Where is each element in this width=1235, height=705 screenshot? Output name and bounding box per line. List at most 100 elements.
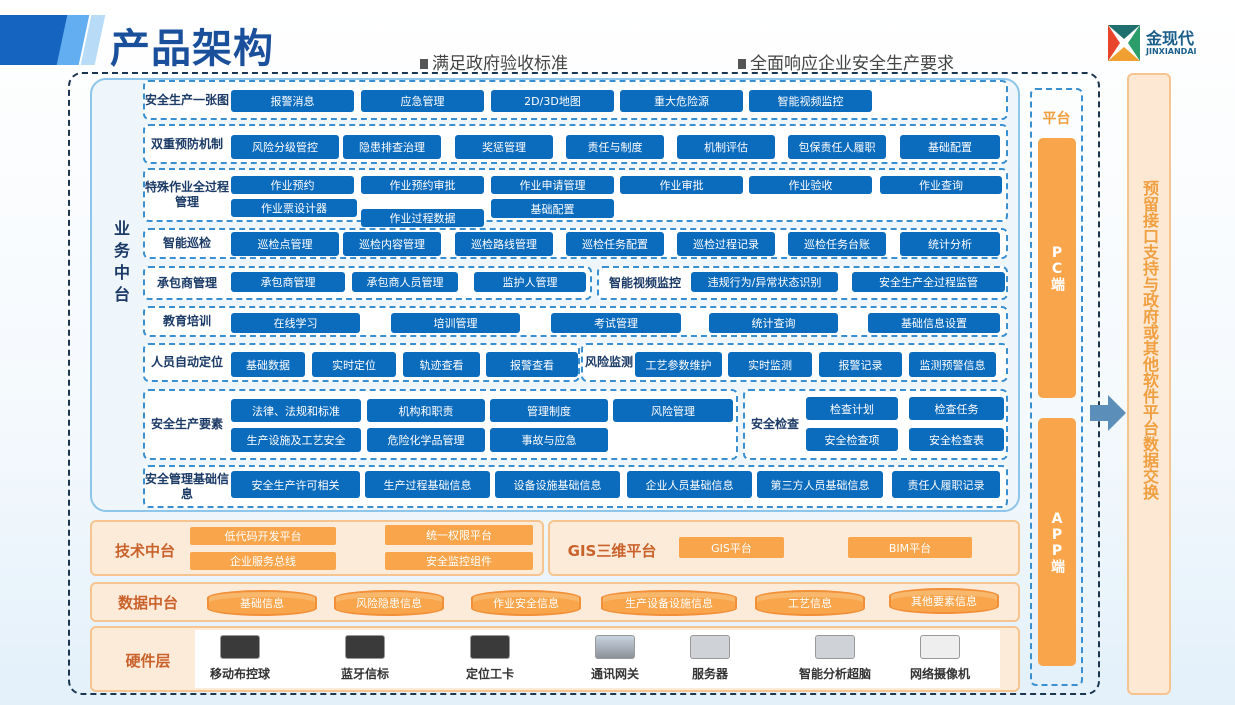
module-button[interactable]: 机构和职责	[367, 399, 485, 422]
module-button[interactable]: 智能视频监控	[749, 90, 872, 112]
module-button[interactable]: 违规行为/异常状态识别	[691, 272, 838, 292]
module-button[interactable]: 安全生产许可相关	[231, 471, 360, 498]
module-button[interactable]: 承包商管理	[231, 272, 345, 292]
platform-frame	[1030, 88, 1083, 686]
module-button[interactable]: 考试管理	[551, 313, 681, 333]
module-button[interactable]: 作业审批	[620, 176, 743, 194]
module-button[interactable]: 基础数据	[231, 352, 305, 377]
module-button[interactable]: 承包商人员管理	[352, 272, 458, 292]
module-button[interactable]: 责任与制度	[566, 135, 664, 159]
module-button[interactable]: 安全检查项	[806, 428, 898, 451]
module-button[interactable]: 实时监测	[728, 352, 812, 377]
logo-subtext: JINXIANDAI	[1146, 47, 1197, 56]
module-button[interactable]: 重大危险源	[620, 90, 743, 112]
gateway-icon	[595, 635, 635, 659]
module-button[interactable]: 巡检点管理	[231, 232, 339, 256]
module-button[interactable]: 隐患排查治理	[343, 135, 441, 159]
data-cylinder[interactable]: 作业安全信息	[471, 590, 581, 616]
module-button[interactable]: 作业过程数据	[361, 209, 484, 227]
data-platform-label: 数据中台	[117, 593, 178, 612]
data-cylinder[interactable]: 生产设备设施信息	[601, 590, 737, 616]
module-button[interactable]: 风险管理	[613, 399, 733, 422]
module-label: 承包商管理	[156, 275, 217, 290]
module-button[interactable]: 报警查看	[486, 352, 578, 377]
interface-label: 预留接口支持与政府或其他软件平台数据交换	[1140, 180, 1159, 500]
tech-item-button[interactable]: 低代码开发平台	[190, 527, 336, 545]
business-platform-label: 业务中台	[111, 220, 130, 308]
module-button[interactable]: 基础信息设置	[868, 313, 1000, 333]
module-button[interactable]: 企业人员基础信息	[627, 471, 752, 498]
module-button[interactable]: 设备设施基础信息	[495, 471, 620, 498]
gis-platform-label: GIS三维平台	[567, 541, 657, 560]
tech-item-button[interactable]: 统一权限平台	[385, 525, 533, 545]
page-title: 产品架构	[110, 26, 274, 72]
module-button[interactable]: 安全检查表	[909, 428, 1004, 451]
module-button[interactable]: 巡检任务台账	[788, 232, 886, 256]
data-cylinder[interactable]: 基础信息	[207, 590, 317, 616]
module-button[interactable]: 2D/3D地图	[491, 90, 614, 112]
data-cylinder[interactable]: 工艺信息	[755, 590, 865, 616]
module-button[interactable]: 管理制度	[490, 399, 608, 422]
module-button[interactable]: 检查计划	[806, 397, 898, 420]
subtitle-gov: 满足政府验收标准	[420, 49, 568, 74]
gis-item-button[interactable]: GIS平台	[679, 537, 784, 558]
module-label: 安全生产一张图	[145, 92, 230, 107]
module-button[interactable]: 机制评估	[677, 135, 775, 159]
module-button[interactable]: 培训管理	[391, 313, 520, 333]
module-button[interactable]: 作业申请管理	[491, 176, 614, 194]
tech-item-button[interactable]: 安全监控组件	[385, 552, 533, 570]
module-button[interactable]: 统计查询	[709, 313, 838, 333]
module-button[interactable]: 实时定位	[312, 352, 396, 377]
module-button[interactable]: 统计分析	[900, 232, 1000, 256]
module-button[interactable]: 报警消息	[231, 90, 354, 112]
module-label: 智能视频监控	[608, 275, 681, 290]
module-button[interactable]: 巡检路线管理	[455, 232, 553, 256]
locator-card-icon	[470, 635, 510, 659]
subtitle-enterprise: 全面响应企业安全生产要求	[738, 49, 954, 74]
module-button[interactable]: 风险分级管控	[231, 135, 339, 159]
module-button[interactable]: 生产设施及工艺安全	[231, 428, 361, 452]
app-client-block[interactable]: APP端	[1038, 418, 1076, 666]
module-button[interactable]: 作业验收	[749, 176, 872, 194]
module-button[interactable]: 轨迹查看	[403, 352, 480, 377]
module-button[interactable]: 报警记录	[819, 352, 902, 377]
module-button[interactable]: 责任人履职记录	[892, 471, 1000, 498]
module-button[interactable]: 危险化学品管理	[367, 428, 485, 452]
module-button[interactable]: 检查任务	[909, 397, 1004, 420]
module-button[interactable]: 基础配置	[491, 199, 614, 218]
module-label: 风险监测	[584, 355, 633, 369]
module-label: 教育培训	[162, 314, 211, 328]
module-button[interactable]: 监护人管理	[474, 272, 586, 292]
module-button[interactable]: 包保责任人履职	[788, 135, 886, 159]
module-button[interactable]: 奖惩管理	[455, 135, 553, 159]
arrow-right-icon	[1090, 395, 1126, 431]
gis-item-button[interactable]: BIM平台	[848, 537, 972, 558]
hardware-item-label: 蓝牙信标	[340, 667, 389, 681]
module-button[interactable]: 应急管理	[361, 90, 484, 112]
module-label: 人员自动定位	[150, 355, 223, 369]
module-button[interactable]: 巡检过程记录	[677, 232, 775, 256]
module-button[interactable]: 生产过程基础信息	[365, 471, 490, 498]
module-button[interactable]: 工艺参数维护	[635, 352, 722, 377]
tech-item-button[interactable]: 企业服务总线	[190, 552, 336, 570]
logo: 金现代 JINXIANDAI	[1108, 25, 1218, 61]
module-button[interactable]: 巡检任务配置	[566, 232, 664, 256]
data-cylinder[interactable]: 风险隐患信息	[334, 590, 444, 616]
module-button[interactable]: 监测预警信息	[909, 352, 996, 377]
module-button[interactable]: 作业预约审批	[361, 176, 484, 194]
module-button[interactable]: 法律、法规和标准	[231, 399, 361, 422]
pc-client-block[interactable]: PC端	[1038, 138, 1076, 398]
module-button[interactable]: 巡检内容管理	[343, 232, 441, 256]
module-button[interactable]: 第三方人员基础信息	[757, 471, 883, 498]
module-button[interactable]: 作业查询	[880, 176, 1002, 194]
module-label: 双重预防机制	[150, 136, 223, 151]
module-button[interactable]: 作业票设计器	[231, 199, 357, 217]
architecture-frame	[68, 72, 1100, 695]
module-button[interactable]: 基础配置	[900, 135, 1000, 159]
module-button[interactable]: 在线学习	[231, 313, 360, 333]
module-label: 安全检查	[750, 417, 799, 431]
module-button[interactable]: 安全生产全过程监管	[852, 272, 1005, 292]
module-button[interactable]: 作业预约	[231, 176, 354, 194]
module-button[interactable]: 事故与应急	[490, 428, 608, 452]
data-cylinder[interactable]: 其他要素信息	[889, 588, 999, 614]
